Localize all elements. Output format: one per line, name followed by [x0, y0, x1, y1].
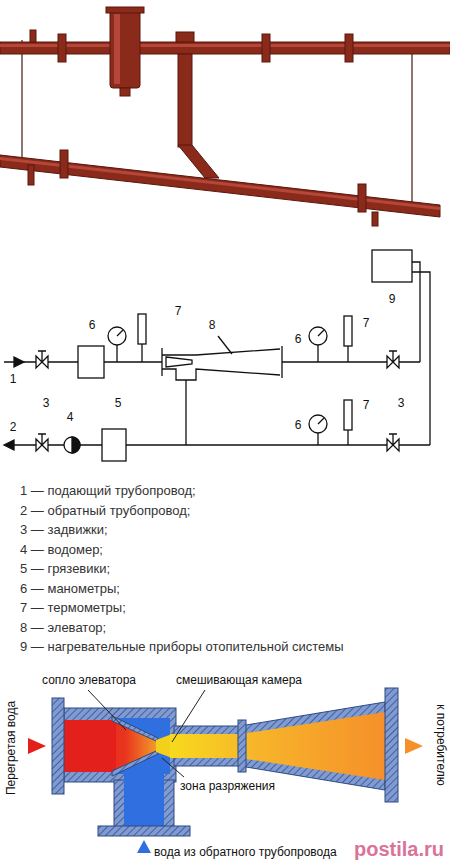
callout-number: 4 — [67, 411, 74, 425]
flange — [385, 688, 398, 802]
legend-text: 7 — термометры; — [20, 601, 126, 616]
callout-number: 8 — [209, 319, 216, 333]
part-label: Перегретая вода — [5, 701, 19, 795]
legend-text: 2 — обратный трубопровод; — [20, 504, 190, 519]
valve-symbol — [36, 434, 48, 451]
thermometer-symbol — [344, 400, 352, 430]
pipe-stub — [28, 165, 34, 185]
pipe-flange — [358, 184, 366, 212]
gauge-stem — [117, 345, 318, 445]
hot-water-inlet — [64, 720, 118, 772]
legend-text: 5 — грязевики; — [20, 562, 110, 577]
pipe-stub — [372, 212, 378, 226]
callout-number: 7 — [175, 305, 182, 319]
return-arrow — [137, 840, 151, 853]
callout-number: 7 — [363, 399, 370, 413]
part-label: смешивающая камера — [176, 674, 302, 688]
nozzle-wall — [112, 751, 158, 776]
mixing-zone — [156, 734, 172, 758]
diffuser — [240, 712, 385, 780]
elevator-section — [28, 688, 423, 853]
thermometer-symbol — [138, 314, 146, 344]
thermometer-symbol — [344, 316, 352, 346]
mud-trap-symbol — [102, 429, 126, 461]
callout-number: 6 — [295, 419, 302, 433]
legend-text: 4 — водомер; — [20, 543, 103, 558]
pipe-flange — [345, 34, 353, 62]
threaded-rod — [21, 40, 23, 162]
mud-trap-cap — [106, 7, 144, 13]
pipeline-line — [4, 262, 430, 445]
legend-text: 6 — манометры; — [20, 582, 120, 597]
leader-line — [88, 690, 205, 777]
flow-arrow — [4, 440, 14, 450]
legend-text: 8 — элеватор; — [20, 621, 106, 636]
water-meter-symbol — [72, 437, 80, 453]
pipe-flange — [262, 34, 270, 62]
mixing-chamber — [170, 734, 242, 758]
part-label: зона разряжения — [180, 780, 275, 794]
return-water-branch — [124, 770, 164, 828]
heater-symbol — [372, 250, 412, 282]
pipe-highlight — [0, 44, 450, 47]
part-label: сопло элеватора — [42, 674, 136, 688]
callout-number: 3 — [43, 397, 50, 411]
valve-symbol — [387, 351, 399, 368]
valve-symbol — [36, 351, 48, 368]
callout-number: 5 — [115, 397, 122, 411]
part-label: к потребителю — [433, 704, 447, 785]
valve-symbol — [387, 434, 399, 451]
gauge-pointer — [117, 330, 324, 424]
pipe-flange — [60, 150, 68, 178]
mud-trap — [110, 10, 140, 88]
legend-text: 9 — нагревательные приборы отопительной … — [20, 640, 344, 655]
watermark: postila.ru — [354, 838, 444, 861]
mud-trap-drain — [120, 88, 130, 96]
inlet-arrow — [28, 738, 46, 754]
callout-number: 3 — [398, 397, 405, 411]
scheme — [4, 250, 430, 461]
callout-number: 6 — [295, 333, 302, 347]
legend-text: 3 — задвижки; — [20, 523, 108, 538]
nozzle-wall — [112, 716, 158, 741]
flange — [52, 698, 64, 794]
thermometer-stem — [142, 344, 348, 445]
tee-flange — [176, 32, 194, 42]
flange — [238, 720, 246, 772]
callout-number: 9 — [389, 293, 396, 307]
threaded-rod — [411, 48, 413, 205]
callout-number: 7 — [363, 317, 370, 331]
callout-number: 2 — [10, 421, 17, 435]
callout-number: 1 — [10, 373, 17, 387]
part-label: вода из обратного трубопровода — [154, 846, 337, 860]
mud-trap-highlight — [114, 14, 120, 84]
callout-number: 6 — [89, 319, 96, 333]
pipe-stub — [30, 30, 36, 42]
elevator-riser — [178, 54, 192, 147]
mud-trap-symbol — [78, 346, 104, 378]
water-meter-symbol — [64, 437, 80, 453]
legend-text: 1 — подающий трубопровод; — [20, 484, 196, 499]
supply-pipe — [0, 42, 450, 54]
pipe-photo — [0, 7, 450, 226]
flange — [98, 826, 190, 836]
leader-line — [218, 336, 232, 354]
flow-arrow — [14, 357, 24, 367]
outlet-arrow — [405, 738, 423, 754]
pipe-flange — [58, 34, 66, 62]
elevator-elbow — [178, 145, 219, 178]
elevator-symbol — [162, 346, 282, 380]
elevator-housing — [240, 702, 385, 790]
